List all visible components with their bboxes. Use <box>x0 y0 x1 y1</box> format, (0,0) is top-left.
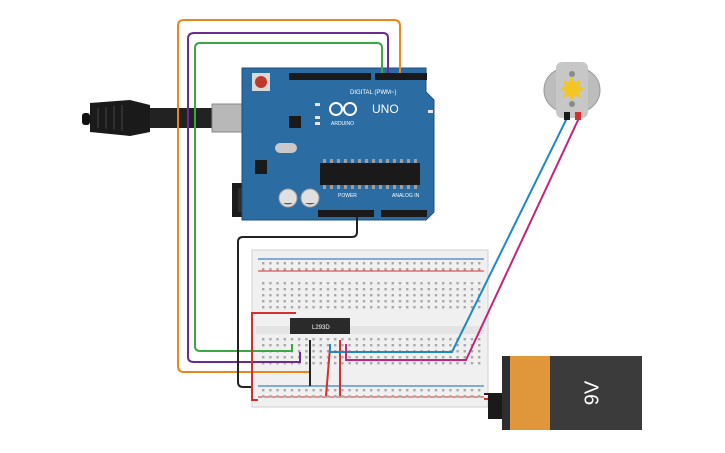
digital-header-label: DIGITAL (PWM~) <box>350 90 397 96</box>
l293d-chip[interactable]: L293D <box>290 318 350 334</box>
wire-orange[interactable] <box>177 19 401 373</box>
power-header <box>318 210 374 217</box>
breadboard-holes <box>262 262 481 398</box>
wire-blue-motor[interactable] <box>329 117 568 353</box>
usb-chip <box>289 116 301 128</box>
breadboard[interactable] <box>251 249 489 408</box>
dc-motor[interactable] <box>543 62 601 120</box>
reset-button[interactable] <box>252 73 270 91</box>
wire-magenta-motor[interactable] <box>345 117 580 361</box>
arduino-brand-label: ARDUINO <box>331 121 354 127</box>
analog-label: ANALOG IN <box>392 193 420 199</box>
usb-cable[interactable] <box>82 100 243 136</box>
power-label: POWER <box>338 193 357 199</box>
digital-header <box>289 73 427 80</box>
battery-label: 9V <box>581 380 603 405</box>
wire-black-gnd[interactable] <box>237 217 358 388</box>
arduino-logo <box>329 102 357 116</box>
battery-9v[interactable]: 9V <box>488 356 642 430</box>
chip-label: L293D <box>312 325 330 331</box>
analog-header <box>381 210 427 217</box>
arduino-model-label: UNO <box>372 102 399 116</box>
atmega-chip <box>320 163 420 185</box>
gear-icon <box>561 78 583 100</box>
capacitors <box>278 188 320 208</box>
wire-red-power[interactable] <box>251 312 341 401</box>
wire-purple[interactable] <box>187 32 389 363</box>
wire-green[interactable] <box>194 42 383 352</box>
crystal <box>275 143 297 153</box>
arduino-board[interactable]: DIGITAL (PWM~) UNO ARDUINO <box>241 67 435 221</box>
